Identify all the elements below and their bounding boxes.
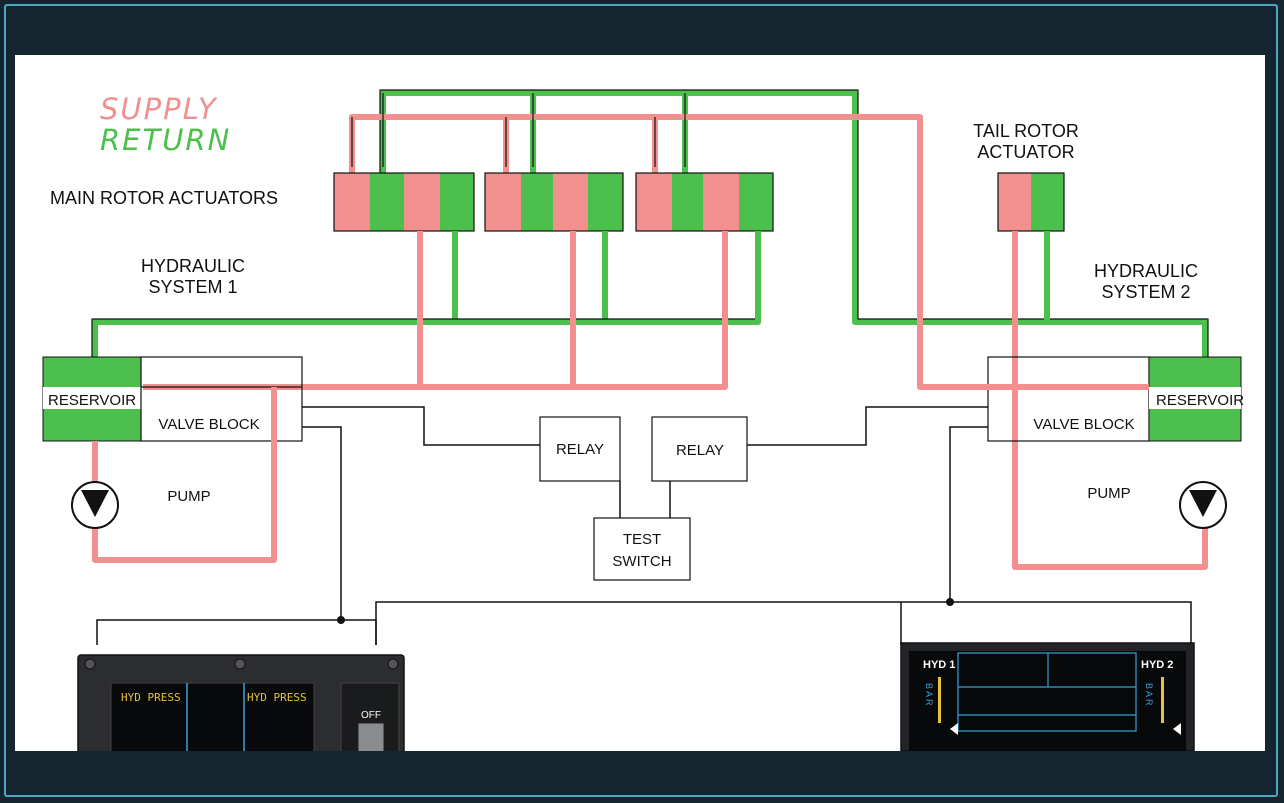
pump-2 [1179,481,1227,529]
manifold-drops [351,93,686,167]
pump-left-label: PUMP [167,488,210,505]
junction-right [946,598,954,606]
legend-return: RETURN [100,123,231,157]
valve-block-right-label: VALVE BLOCK [1033,416,1134,433]
test-switch-label-2: SWITCH [612,553,671,570]
hydraulic-system-2-label-1: HYDRAULIC [1094,261,1198,281]
hydraulic-display-right [900,642,1195,751]
main-rotor-actuator-2 [484,172,624,232]
reservoir-left-label: RESERVOIR [48,392,136,409]
tail-rotor-actuator [997,172,1065,232]
system-1-return-line [91,231,761,357]
hydraulic-diagram: SUPPLY RETURN MAIN ROTOR ACTUATORS TAIL … [15,55,1265,751]
legend-supply: SUPPLY [100,92,218,126]
junction-left [337,616,345,624]
caution-panel-left [77,654,405,751]
relay-left [539,416,621,482]
tail-rotor-label-2: ACTUATOR [977,142,1074,162]
tail-rotor-label-1: TAIL ROTOR [973,121,1079,141]
hyd-1-label: HYD 1 [923,659,955,671]
pump-right-label: PUMP [1087,485,1130,502]
valve-block-left-label: VALVE BLOCK [158,416,259,433]
hyd-press-caption-2: HYD PRESS [247,691,307,704]
hydraulic-system-1-label-1: HYDRAULIC [141,256,245,276]
off-button-label[interactable]: OFF [361,710,381,721]
main-rotor-actuator-3 [635,172,774,232]
system-1-supply-line [143,231,728,390]
pump-1 [71,481,119,529]
outer-frame [4,4,1278,797]
bar-1-label: B A R [924,683,934,706]
hyd-2-label: HYD 2 [1141,659,1173,671]
hyd-press-caption-1: HYD PRESS [121,691,181,704]
hydraulic-system-2-label-2: SYSTEM 2 [1101,282,1190,302]
main-rotor-actuators-label: MAIN ROTOR ACTUATORS [50,188,278,208]
test-switch-label-1: TEST [623,531,661,548]
relay-right [651,416,748,482]
bar-2-label: B A R [1144,683,1154,706]
tail-rotor-lines [1012,231,1208,570]
hydraulic-system-1-label-2: SYSTEM 1 [148,277,237,297]
supply-manifold-top [349,114,1205,390]
reservoir-right-label: RESERVOIR [1156,392,1244,409]
valve-block-left [140,356,303,442]
relay-left-label: RELAY [556,441,604,458]
relay-right-label: RELAY [676,442,724,459]
main-rotor-actuator-1 [333,172,475,232]
test-switch[interactable] [593,517,691,581]
